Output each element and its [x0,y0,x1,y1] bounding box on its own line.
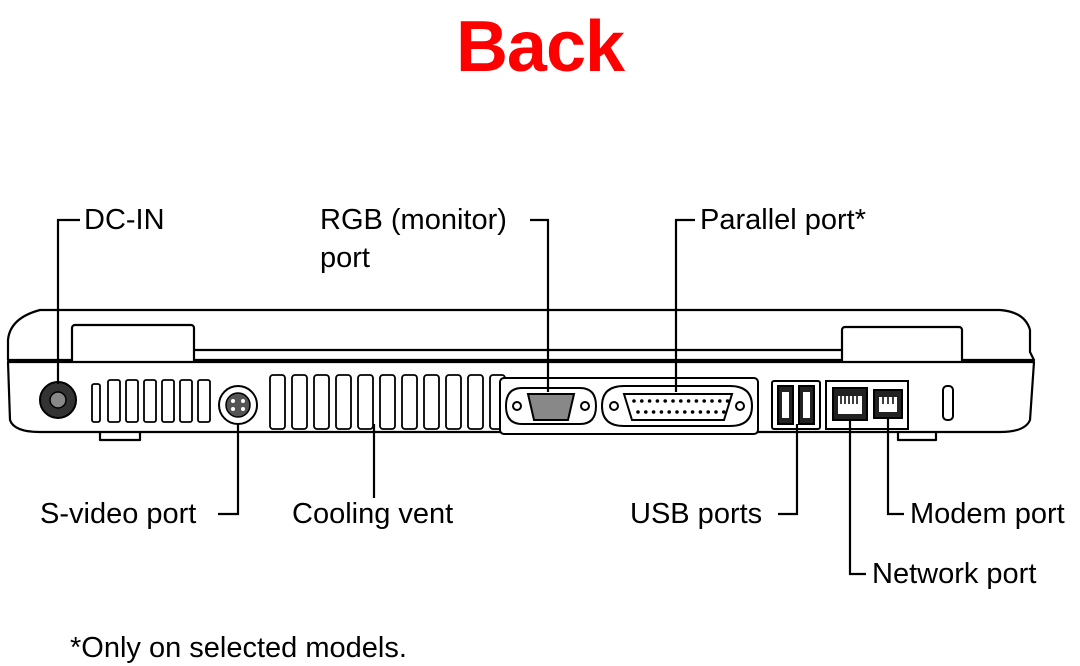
network-jack [832,387,868,421]
cooling-vent [269,374,506,430]
pin [655,399,660,403]
label-parallel-port: Parallel port* [700,204,867,236]
vent-slot [423,374,440,430]
pin [725,399,730,403]
diagram-title: Back [455,7,625,87]
foot-left [98,430,142,442]
vent-slot [291,374,308,430]
vent-slot [379,374,396,430]
hinge-left [70,323,196,367]
leader-dc-in [56,218,80,384]
connector-panel [499,377,759,435]
modem-jack [873,389,903,419]
pin [675,410,679,414]
network-modem-block [825,380,909,430]
pin [679,399,683,403]
pin [632,399,636,403]
leader-lines [56,218,904,576]
pin [686,399,691,403]
leader-rgb [530,218,550,392]
label-rgb-line2: port [320,242,370,274]
label-cooling-vent: Cooling vent [292,498,454,530]
pin [702,399,706,403]
pin [671,399,675,403]
leader-usb [778,424,799,516]
vent-slot [357,374,374,430]
pin [714,410,718,414]
vent-slot [313,374,330,430]
dc-in-jack [39,381,77,419]
pin [636,410,640,414]
vent-slot [445,374,462,430]
pin [706,410,710,414]
security-slot [942,385,954,421]
label-dc-in: DC-IN [84,204,165,236]
pin [659,410,664,414]
label-network-port: Network port [872,558,1037,590]
pin [698,410,703,414]
pin [718,399,722,403]
hinge-right [840,325,964,367]
leader-s-video [218,424,240,516]
vent-slot [335,374,352,430]
pin [690,410,695,414]
usb-ports [771,380,821,430]
leader-parallel [674,218,695,392]
pin [722,410,726,414]
foot-right [896,430,938,442]
footnote: *Only on selected models. [70,632,407,664]
pin [710,399,714,403]
vent-slot [269,374,286,430]
label-rgb-line1: RGB (monitor) [320,204,507,236]
pin [651,410,656,414]
s-video-port [218,385,258,425]
pin [647,399,652,403]
vent-slot [401,374,418,430]
label-modem-port: Modem port [910,498,1065,530]
pin [640,399,644,403]
side-vent [91,379,211,423]
pin [667,410,671,414]
laptop-lid [6,308,1036,362]
leader-modem [886,418,904,516]
pin [683,410,687,414]
label-usb-ports: USB ports [630,498,763,530]
vent-slot [467,374,484,430]
pin [644,410,648,414]
pin [663,399,667,403]
label-s-video-port: S-video port [40,498,197,530]
pin [694,399,699,403]
leader-network [848,420,866,576]
